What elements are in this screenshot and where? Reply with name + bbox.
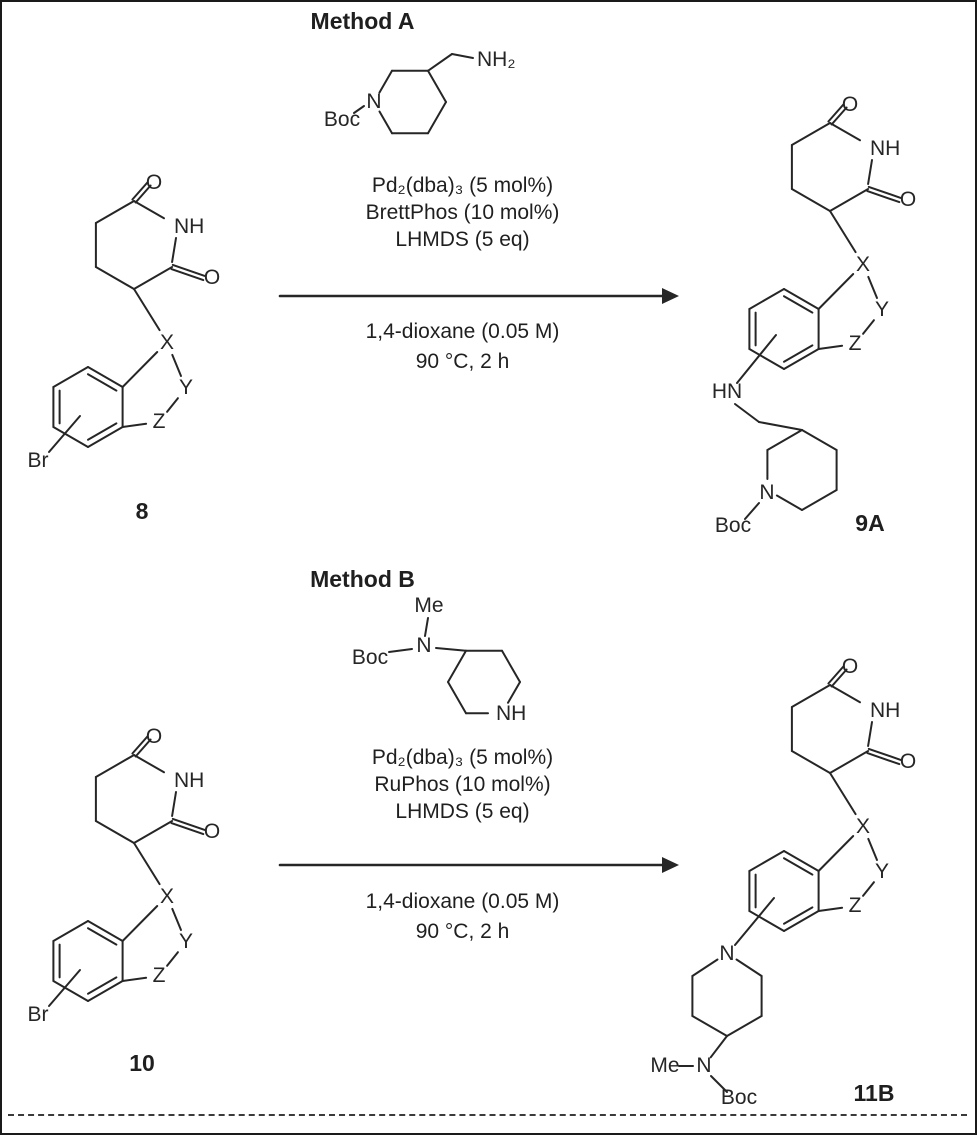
bond-lines xyxy=(48,735,206,1007)
solvent-line-b: 1,4-dioxane (0.05 M) xyxy=(365,890,560,913)
bond-lines xyxy=(48,181,206,453)
atom-nh-label: NH xyxy=(174,769,204,792)
method-a-title: Method A xyxy=(310,8,415,34)
atom-n-label: N xyxy=(366,90,381,113)
atom-z-label: Z xyxy=(153,410,166,433)
temperature-line-a: 90 °C, 2 h xyxy=(415,350,510,373)
atom-y-label: Y xyxy=(875,298,889,321)
atom-y-label: Y xyxy=(179,376,193,399)
product-9a-structure: O NH O X Y Z HN N Boc xyxy=(712,93,916,537)
base-line: LHMDS (5 eq) xyxy=(395,228,530,251)
bond-lines xyxy=(734,103,902,520)
amine-reagent-b-structure: Me N Boc NH xyxy=(352,594,526,725)
product-11b-structure: O NH O X Y Z N N Me Boc xyxy=(650,655,916,1109)
conditions-b: Pd₂(dba)₃ (5 mol%) RuPhos (10 mol%) LHMD… xyxy=(320,744,605,825)
solvent-line-a: 1,4-dioxane (0.05 M) xyxy=(365,320,560,343)
atom-br-label: Br xyxy=(28,1003,49,1026)
nh2-group-label: NH₂ xyxy=(477,48,515,71)
boc-group-label: Boc xyxy=(324,108,360,131)
atom-x-label: X xyxy=(856,253,870,276)
atom-n-label: N xyxy=(759,481,774,504)
atom-o-right-label: O xyxy=(204,266,220,289)
atom-o-top-label: O xyxy=(146,725,162,748)
compound-10-label: 10 xyxy=(129,1050,155,1076)
reaction-arrow-b xyxy=(278,857,679,873)
dashed-divider xyxy=(8,1114,967,1116)
reactant-8-structure: O NH O X Y Z Br xyxy=(28,171,221,472)
atom-o-top-label: O xyxy=(146,171,162,194)
atom-o-right-label: O xyxy=(204,820,220,843)
compound-9a-label: 9A xyxy=(855,510,885,536)
atom-ring-n-label: N xyxy=(719,942,734,965)
atom-n-label: N xyxy=(416,634,431,657)
atom-x-label: X xyxy=(160,885,174,908)
atom-o-right-label: O xyxy=(900,750,916,773)
bond-lines xyxy=(678,665,902,1093)
atom-y-label: Y xyxy=(179,930,193,953)
atom-exo-n-label: N xyxy=(696,1054,711,1077)
ligand-line: BrettPhos (10 mol%) xyxy=(365,201,560,224)
compound-11b-label: 11B xyxy=(853,1080,895,1106)
me-group-label: Me xyxy=(650,1054,679,1077)
atom-nh-label: NH xyxy=(870,137,900,160)
bond-lines xyxy=(388,617,521,715)
boc-group-label: Boc xyxy=(352,646,388,669)
reaction-arrow-a xyxy=(278,288,679,304)
catalyst-line: Pd₂(dba)₃ (5 mol%) xyxy=(371,746,554,769)
bond-lines xyxy=(353,53,474,135)
catalyst-line: Pd₂(dba)₃ (5 mol%) xyxy=(371,174,554,197)
method-b-title: Method B xyxy=(310,566,415,592)
atom-y-label: Y xyxy=(875,860,889,883)
atom-hn-label: HN xyxy=(712,380,742,403)
base-line: LHMDS (5 eq) xyxy=(395,800,530,823)
atom-o-top-label: O xyxy=(842,93,858,116)
atom-z-label: Z xyxy=(849,894,862,917)
atom-z-label: Z xyxy=(153,964,166,987)
me-group-label: Me xyxy=(414,594,443,617)
boc-group-label: Boc xyxy=(721,1086,757,1109)
atom-x-label: X xyxy=(160,331,174,354)
conditions-a: Pd₂(dba)₃ (5 mol%) BrettPhos (10 mol%) L… xyxy=(320,172,605,253)
atom-o-right-label: O xyxy=(900,188,916,211)
atom-nh-label: NH xyxy=(496,702,526,725)
atom-nh-label: NH xyxy=(174,215,204,238)
atom-br-label: Br xyxy=(28,449,49,472)
atom-z-label: Z xyxy=(849,332,862,355)
boc-group-label: Boc xyxy=(715,514,751,537)
atom-o-top-label: O xyxy=(842,655,858,678)
ligand-line: RuPhos (10 mol%) xyxy=(374,773,551,796)
temperature-line-b: 90 °C, 2 h xyxy=(415,920,510,943)
atom-x-label: X xyxy=(856,815,870,838)
reactant-10-structure: O NH O X Y Z Br xyxy=(28,725,221,1026)
atom-nh-label: NH xyxy=(870,699,900,722)
amine-reagent-a-structure: N Boc NH₂ xyxy=(324,48,515,135)
compound-8-label: 8 xyxy=(135,498,149,524)
